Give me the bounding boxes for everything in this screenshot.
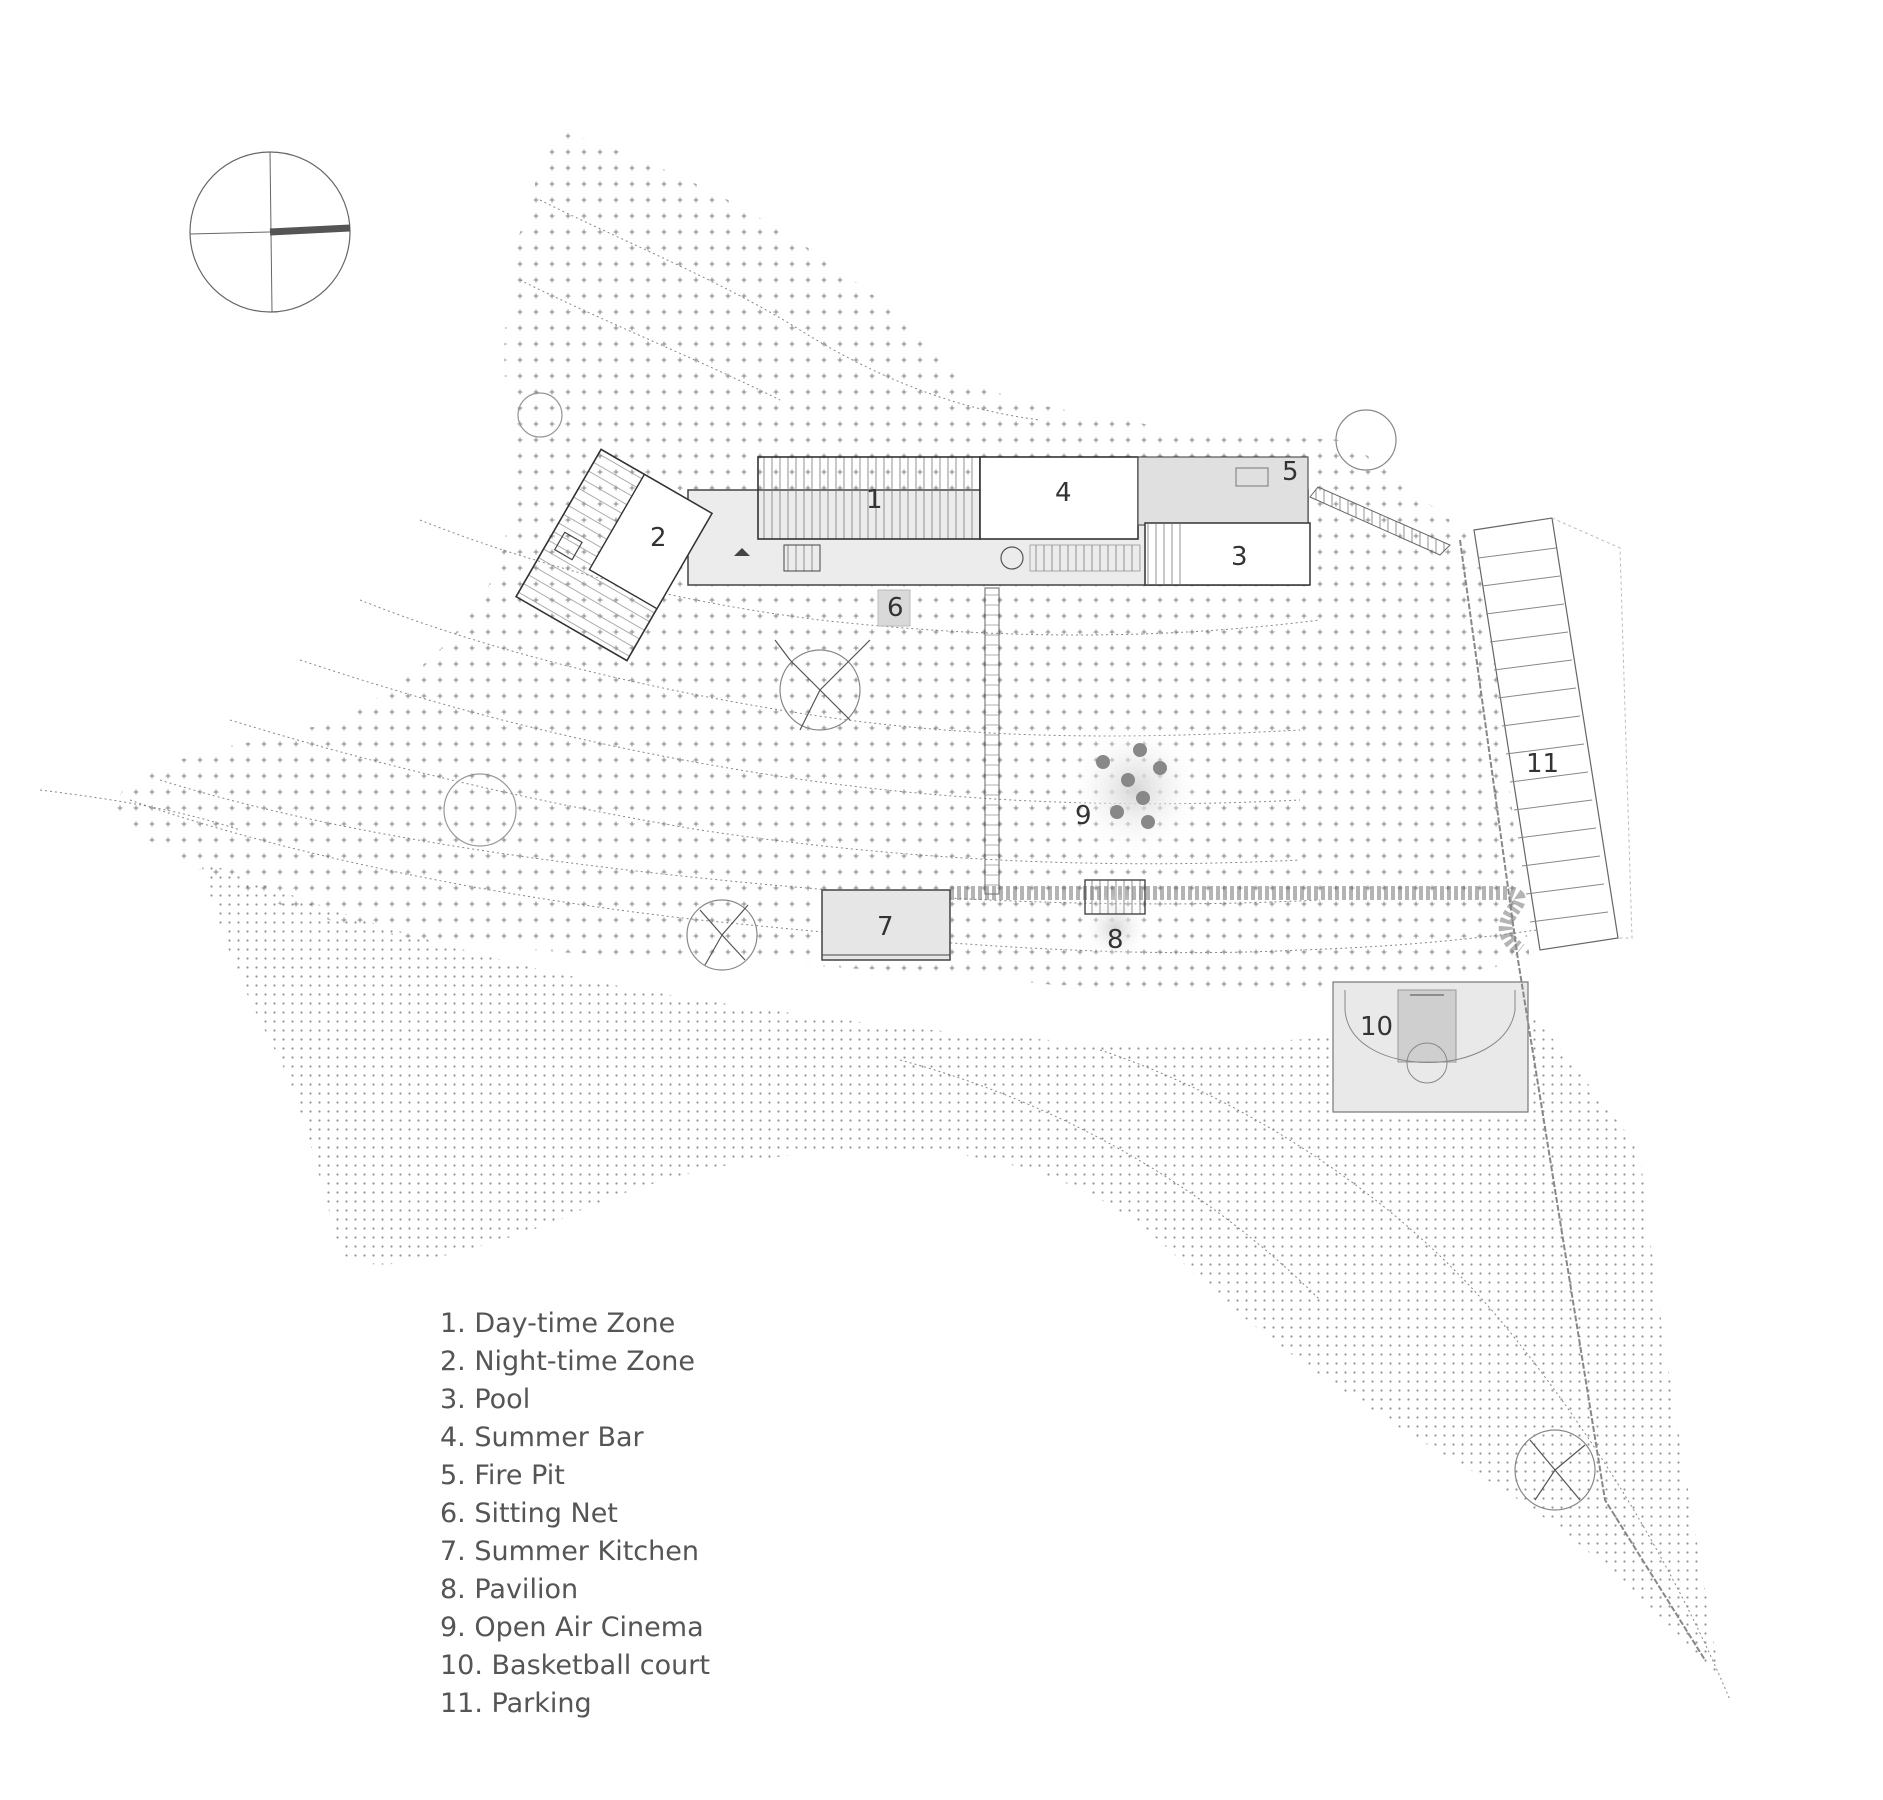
property-boundary — [1459, 539, 1706, 1661]
zone-label-2: 2 — [650, 523, 667, 553]
east-stair — [1309, 486, 1451, 556]
tree-icon — [774, 639, 871, 731]
legend-item: 7. Summer Kitchen — [440, 1536, 699, 1567]
tree-icon — [1514, 1429, 1596, 1511]
zone-label-5: 5 — [1282, 457, 1299, 487]
pavilion — [1080, 879, 1150, 963]
tree-icon — [517, 392, 563, 438]
legend-item: 3. Pool — [440, 1384, 531, 1415]
zone-label-1: 1 — [866, 485, 883, 515]
lower-walkway — [950, 886, 1526, 956]
zone-label-4: 4 — [1055, 478, 1072, 508]
sitting-net — [877, 589, 911, 627]
zone-label-10: 10 — [1360, 1012, 1393, 1042]
zone-label-11: 11 — [1526, 749, 1559, 779]
legend-item: 10. Basketball court — [440, 1650, 710, 1681]
legend-item: 9. Open Air Cinema — [440, 1612, 704, 1643]
tree-icon — [1335, 409, 1397, 471]
zone-label-7: 7 — [877, 912, 894, 942]
main-house — [687, 456, 1311, 586]
central-walkway — [984, 587, 1000, 895]
night-time-zone-building — [514, 448, 714, 662]
summer-kitchen-building — [821, 889, 951, 961]
zone-label-3: 3 — [1231, 542, 1248, 572]
legend-item: 8. Pavilion — [440, 1574, 579, 1605]
zone-label-6: 6 — [887, 593, 904, 623]
legend: 1. Day-time Zone 2. Night-time Zone 3. P… — [440, 1305, 710, 1723]
legend-item: 4. Summer Bar — [440, 1422, 644, 1453]
legend-item: 5. Fire Pit — [440, 1460, 565, 1491]
north-arrow-icon — [189, 151, 351, 313]
legend-item: 11. Parking — [440, 1688, 592, 1719]
legend-item: 2. Night-time Zone — [440, 1346, 695, 1377]
zone-number-labels: 1 2 3 4 5 6 7 8 9 10 11 — [650, 457, 1559, 1042]
day-time-zone-building — [757, 456, 981, 540]
basketball-court — [1332, 981, 1529, 1113]
legend-item: 6. Sitting Net — [440, 1498, 618, 1529]
parking — [1473, 517, 1633, 951]
summer-bar-building — [979, 456, 1139, 540]
zone-label-9: 9 — [1075, 801, 1092, 831]
tree-icon — [443, 773, 517, 847]
tree-icon — [686, 899, 758, 971]
zone-label-8: 8 — [1107, 925, 1124, 955]
legend-item: 1. Day-time Zone — [440, 1308, 676, 1339]
open-air-cinema — [1065, 720, 1205, 860]
trees — [443, 392, 1596, 1511]
